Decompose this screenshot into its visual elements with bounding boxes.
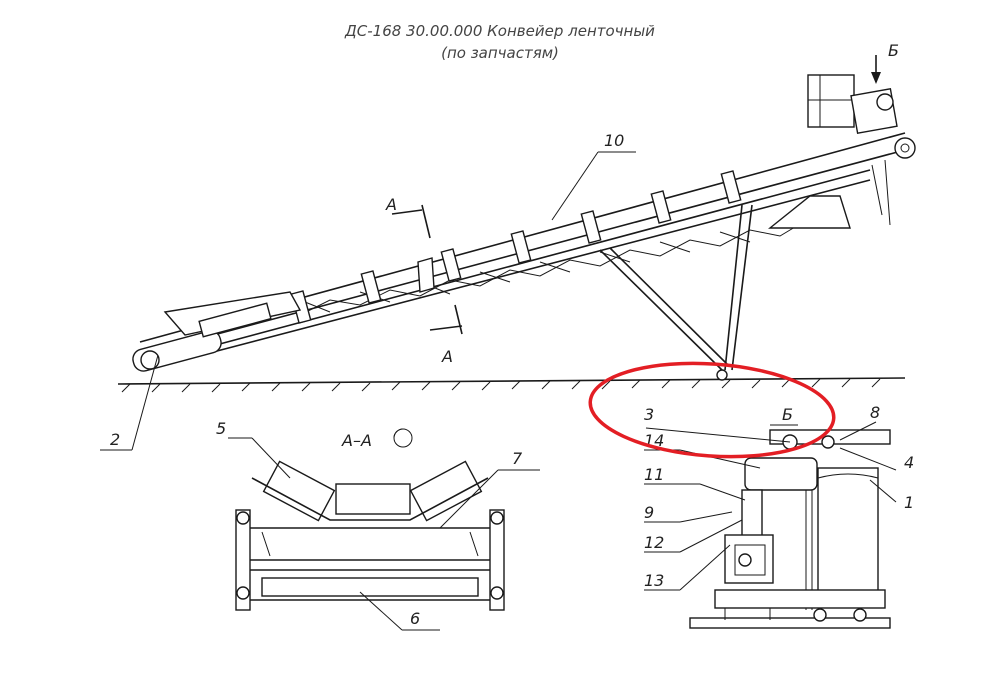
- view-b-label: Б: [888, 41, 899, 60]
- callout-6: 6: [359, 591, 440, 631]
- callout-13: 13: [644, 544, 731, 591]
- callout-8: 8: [839, 403, 880, 441]
- callout-label-1: 1: [904, 493, 914, 512]
- callout-label-13: 13: [644, 571, 664, 590]
- callout-label-8: 8: [870, 403, 880, 422]
- section-a-top-label: А: [385, 195, 397, 214]
- section-cut-a: А А: [385, 195, 463, 366]
- section-aa-view: А–А: [235, 428, 505, 611]
- callout-10: 10: [551, 131, 636, 221]
- callout-2: 2: [100, 354, 159, 451]
- highlight-ellipse: [588, 361, 836, 459]
- callout-5: 5: [216, 419, 291, 479]
- view-b-drive: Б: [689, 405, 891, 629]
- view-b-arrow: Б: [871, 41, 899, 84]
- callout-label-3: 3: [644, 405, 654, 424]
- section-a-bottom-label: А: [441, 347, 453, 366]
- callout-label-5: 5: [216, 419, 226, 438]
- callout-7: 7: [439, 449, 540, 529]
- callout-label-12: 12: [644, 533, 664, 552]
- ground-line: [117, 377, 906, 393]
- detail-b-label: Б: [782, 405, 793, 424]
- callout-12: 12: [644, 519, 743, 553]
- conveyor-body: [132, 74, 916, 381]
- callout-label-11: 11: [644, 465, 664, 484]
- drawing-subtitle: (по запчастям): [441, 44, 559, 62]
- callout-label-2: 2: [110, 430, 120, 449]
- callout-1: 1: [869, 479, 914, 512]
- callout-9: 9: [644, 503, 733, 523]
- callout-label-10: 10: [604, 131, 624, 150]
- callout-label-9: 9: [644, 503, 654, 522]
- callout-3: 3: [644, 405, 791, 443]
- callout-label-6: 6: [410, 609, 420, 628]
- callout-11: 11: [644, 465, 746, 501]
- callout-4: 4: [839, 447, 914, 472]
- callout-label-4: 4: [904, 453, 914, 472]
- callout-label-7: 7: [512, 449, 523, 468]
- section-aa-label: А–А: [341, 431, 372, 450]
- drawing-title: ДС-168 30.00.000 Конвейер ленточный: [345, 22, 655, 40]
